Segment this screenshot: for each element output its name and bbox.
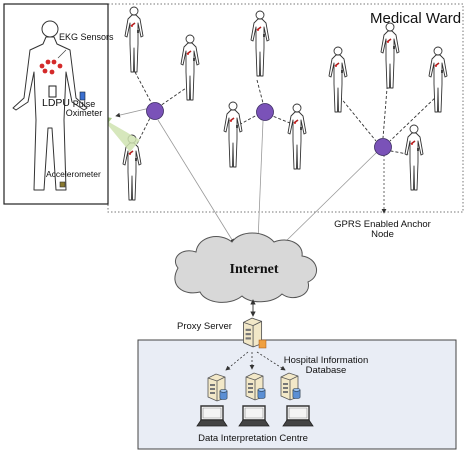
ldpu-label: LDPU xyxy=(42,97,71,109)
patient-icon xyxy=(223,101,243,168)
laptop-icon xyxy=(196,405,228,427)
patient-icon xyxy=(124,6,144,73)
ldpu-device-icon xyxy=(48,85,57,98)
internet-label: Internet xyxy=(229,262,279,277)
ekg-sensor-dots xyxy=(39,59,63,75)
anchor-nodes xyxy=(146,102,392,156)
accelerometer-label: Accelerometer xyxy=(46,169,101,179)
patient-icon xyxy=(380,22,400,89)
database-icon xyxy=(257,388,266,399)
laptop-icon xyxy=(238,405,270,427)
server-links xyxy=(225,351,286,371)
pulse-oximeter-icon xyxy=(79,91,86,101)
medical-ward-label: Medical Ward xyxy=(370,10,462,27)
anchor-internet-links xyxy=(115,107,378,245)
pulse-oximeter-label: Pulse Oximeter xyxy=(65,99,103,119)
gprs-anchor-node-label: GPRS Enabled Anchor Node xyxy=(334,219,431,240)
ekg-sensors-label: EKG Sensors xyxy=(59,32,114,42)
accelerometer-icon xyxy=(59,181,66,188)
large-patient-figure xyxy=(12,20,88,191)
zoom-beam xyxy=(102,118,140,152)
patient-icon xyxy=(180,34,200,101)
database-icon xyxy=(292,388,301,399)
ward-patients xyxy=(122,6,448,201)
database-icon xyxy=(219,389,228,400)
patient-icon xyxy=(287,103,307,170)
proxy-server-label: Proxy Server xyxy=(177,321,232,332)
laptop-icon xyxy=(282,405,314,427)
patient-icon xyxy=(250,10,270,77)
ekg-leader-line xyxy=(57,49,67,59)
patient-anchor-links xyxy=(134,71,439,157)
hospital-info-db-label: Hospital Information Database xyxy=(283,355,369,376)
proxy-server-badge xyxy=(258,339,267,349)
internet-cloud-icon xyxy=(174,232,317,303)
patient-icon xyxy=(428,46,448,113)
anchor-node-icon xyxy=(374,138,392,156)
data-interpretation-centre-label: Data Interpretation Centre xyxy=(198,433,308,444)
anchor-node-icon xyxy=(146,102,164,120)
anchor-node-icon xyxy=(256,103,274,121)
patient-icon xyxy=(404,124,424,191)
